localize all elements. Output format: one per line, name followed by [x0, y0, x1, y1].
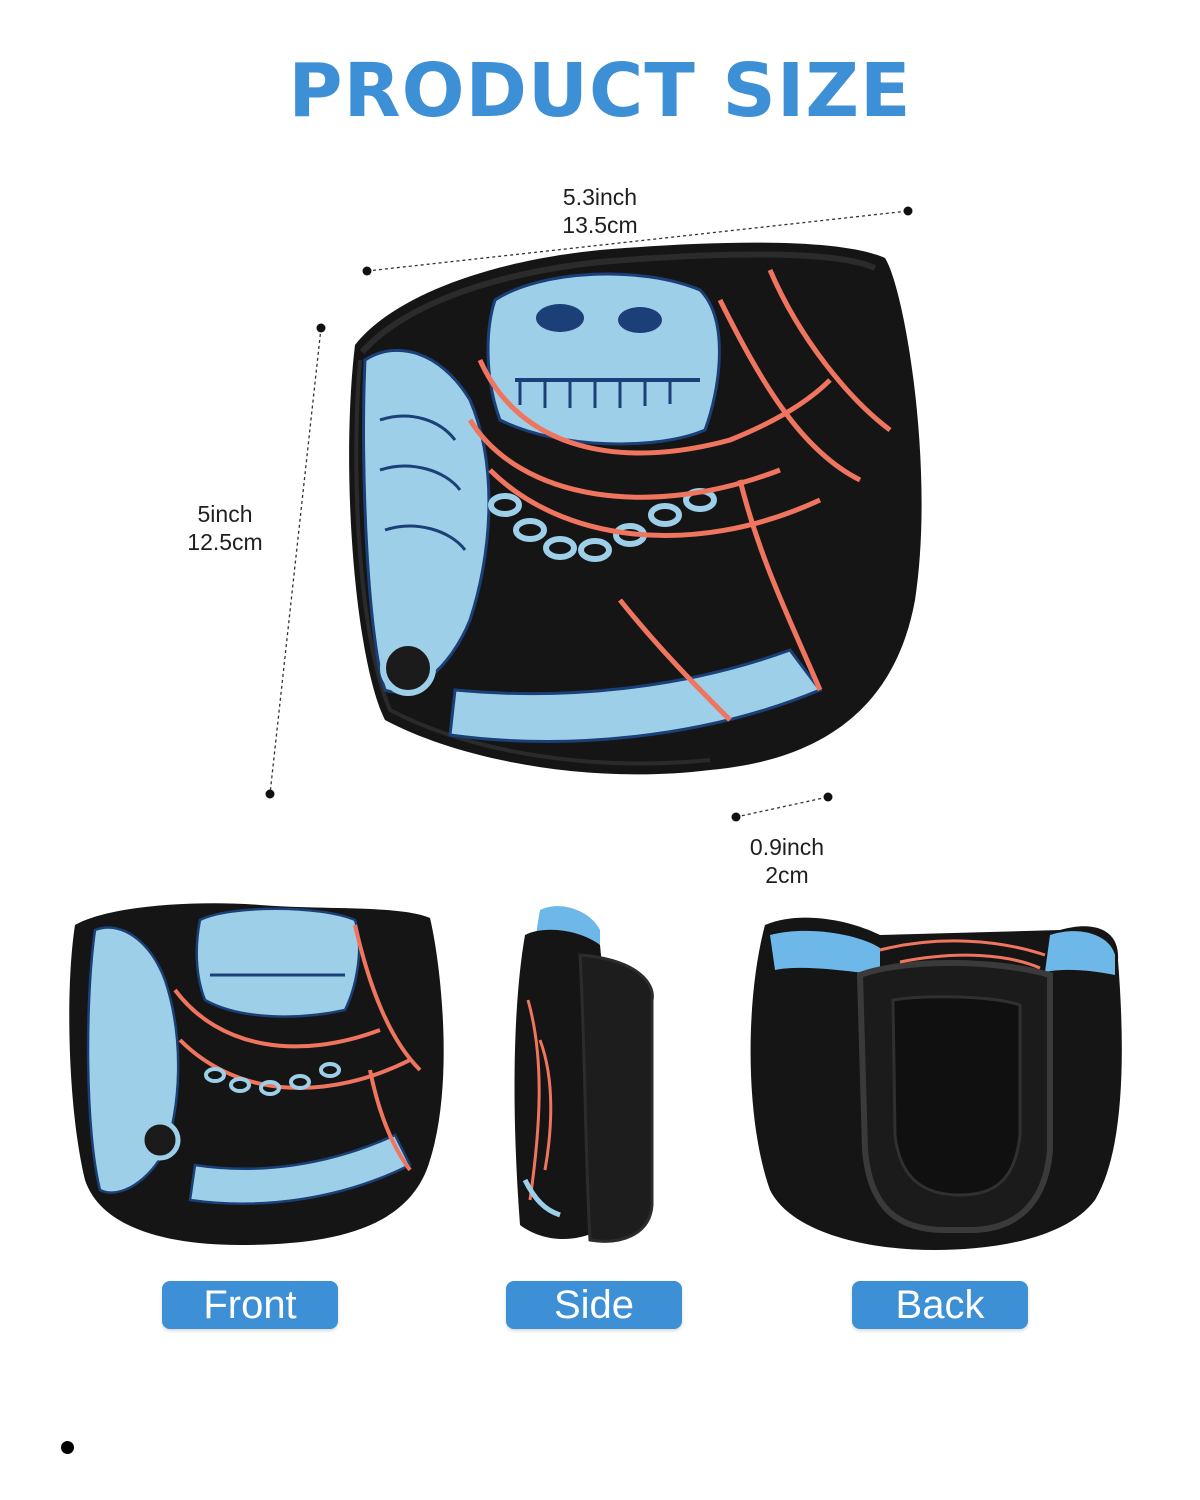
width-dimension-line [366, 210, 909, 272]
bullet-dot [61, 1441, 74, 1454]
width-metric: 13.5cm [562, 212, 638, 238]
height-dimension-line [269, 327, 322, 795]
depth-metric: 2cm [765, 862, 809, 888]
height-imperial: 5inch [197, 501, 253, 527]
back-view-image [750, 917, 1122, 1250]
dimension-lines [269, 210, 909, 818]
side-view-image [514, 906, 654, 1243]
height-measurement: 5inch 12.5cm [160, 500, 290, 556]
main-putter-cover [349, 242, 922, 775]
dimension-endpoints [265, 206, 913, 822]
depth-measurement: 0.9inch 2cm [722, 833, 852, 889]
back-view-label: Back [852, 1281, 1028, 1329]
depth-imperial: 0.9inch [749, 834, 825, 860]
side-view-label: Side [506, 1281, 682, 1329]
width-measurement: 5.3inch 13.5cm [520, 183, 680, 239]
front-view-label: Front [162, 1281, 338, 1329]
width-imperial: 5.3inch [562, 184, 638, 210]
depth-dimension-line [735, 796, 829, 818]
front-view-image [69, 903, 444, 1245]
height-metric: 12.5cm [187, 529, 263, 555]
page-title: PRODUCT SIZE [288, 48, 912, 134]
